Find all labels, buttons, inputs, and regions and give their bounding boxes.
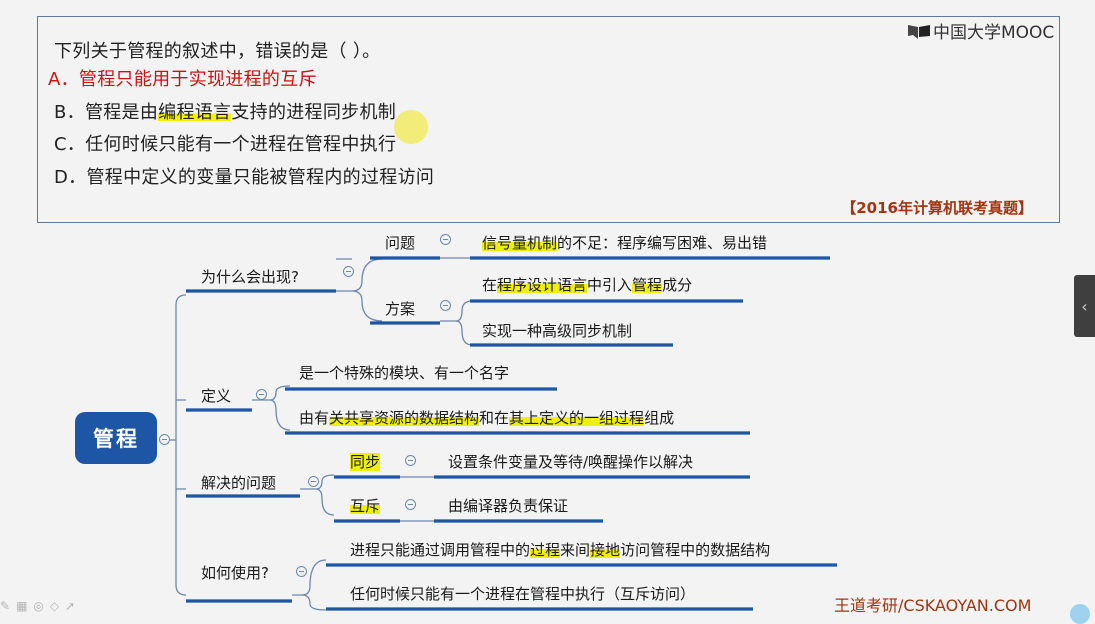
branch-definition-label[interactable]: 定义 [201,387,232,405]
why-solution-collapse-icon[interactable] [440,300,451,311]
branch-solves-label[interactable]: 解决的问题 [201,474,277,492]
solves-sync-collapse-icon[interactable] [405,455,416,466]
annotation-toolbar: ✎ ▦ ◎ ◇ ➚ [0,599,75,613]
why-problem-item[interactable]: 信号量机制的不足：程序编写困难、易出错 [482,232,767,253]
root-label: 管程 [93,427,139,451]
item-highlight-2: 管程 [632,276,663,294]
branch-usage-collapse-icon[interactable] [296,566,307,577]
item-highlight: 程序设计语言 [497,276,588,294]
option-a: A．管程只能用于实现进程的互斥 [48,65,317,91]
source-tag: 【2016年计算机联考真题】 [841,199,1033,217]
solves-sync-label[interactable]: 同步 [350,451,381,472]
item-text-pre: 在 [482,276,498,294]
grid-icon[interactable]: ▦ [16,599,28,613]
item-highlight: 过程 [530,541,561,559]
question-box: 下列关于管程的叙述中，错误的是（ ）。 A．管程只能用于实现进程的互斥 B．管程… [37,16,1060,223]
definition-item-2[interactable]: 由有关共享资源的数据结构和在其上定义的一组过程组成 [299,407,674,428]
item-text-mid: 来间 [560,541,591,559]
option-b-text-pre: 管程是由 [84,102,159,123]
mindmap-root-node[interactable]: 管程 [75,412,157,464]
mooc-logo: 中国大学MOOC [907,18,1054,43]
book-logo-icon [908,24,930,39]
item-text-pre: 由有 [299,409,330,427]
mooc-logo-text: 中国大学MOOC [933,23,1055,43]
option-b-text-post: 支持的进程同步机制 [231,102,397,123]
item-text-pre: 进程只能通过调用管程中的 [350,541,531,559]
mutex-label-text: 互斥 [350,497,381,515]
option-d-label: D． [54,167,87,188]
chevron-left-icon: ‹ [1081,296,1088,316]
definition-item-1[interactable]: 是一个特殊的模块、有一个名字 [299,364,510,382]
item-text: 的不足：程序编写困难、易出错 [557,234,768,252]
solves-mutex-item[interactable]: 由编译器负责保证 [448,497,569,515]
option-a-text: 管程只能用于实现进程的互斥 [78,69,317,90]
item-text-mid: 和在 [479,409,510,427]
why-problem-label[interactable]: 问题 [385,234,416,252]
branch-usage-label[interactable]: 如何使用? [201,564,269,582]
option-b-label: B． [54,102,85,123]
option-c-text: 任何时候只能有一个进程在管程中执行 [85,134,397,155]
usage-item-2[interactable]: 任何时候只能有一个进程在管程中执行（互斥访问） [350,585,696,603]
branch-why-label[interactable]: 为什么会出现? [201,268,299,286]
option-c-label: C． [54,134,86,155]
eraser-icon[interactable]: ◇ [49,599,60,613]
root-collapse-icon[interactable] [159,434,170,445]
cursor-highlight [394,110,428,144]
why-problem-collapse-icon[interactable] [440,234,451,245]
option-d: D．管程中定义的变量只能被管程内的过程访问 [54,163,434,189]
item-text-rest: 组成 [644,409,675,427]
solves-mutex-label[interactable]: 互斥 [350,495,381,516]
usage-item-1[interactable]: 进程只能通过调用管程中的过程来间接地访问管程中的数据结构 [350,539,770,560]
option-b-highlight: 编程语言 [158,102,232,123]
branch-why-collapse-icon[interactable] [343,266,354,277]
item-text-mid: 中引入 [587,276,633,294]
item-highlight-2: 接地 [590,541,621,559]
floating-round-button[interactable] [1070,604,1090,624]
lasso-icon[interactable]: ◎ [33,599,44,613]
side-panel-toggle[interactable]: ‹ [1074,275,1095,337]
item-highlight: 关共享资源的数据结构 [329,409,480,427]
option-b: B．管程是由编程语言支持的进程同步机制 [54,98,396,124]
branch-solves-collapse-icon[interactable] [308,476,319,487]
why-solution-item-1[interactable]: 在程序设计语言中引入管程成分 [482,274,692,295]
sync-label-text: 同步 [350,453,381,471]
solves-mutex-collapse-icon[interactable] [405,499,416,510]
pointer-icon[interactable]: ➚ [65,599,76,613]
option-a-label: A． [48,69,79,90]
option-d-text: 管程中定义的变量只能被管程内的过程访问 [86,167,435,188]
question-stem: 下列关于管程的叙述中，错误的是（ ）。 [54,41,381,62]
item-highlight: 信号量机制 [482,234,558,252]
item-text-rest: 访问管程中的数据结构 [620,541,771,559]
footer-brand: 王道考研/CSKAOYAN.COM [834,596,1032,615]
item-highlight-2: 其上定义的一组过程 [509,409,645,427]
branch-definition-collapse-icon[interactable] [256,389,267,400]
item-text-rest: 成分 [662,276,693,294]
solves-sync-item[interactable]: 设置条件变量及等待/唤醒操作以解决 [448,453,694,471]
why-solution-label[interactable]: 方案 [385,300,416,318]
option-c: C．任何时候只能有一个进程在管程中执行 [54,130,396,156]
why-solution-item-2[interactable]: 实现一种高级同步机制 [482,322,633,340]
pen-icon[interactable]: ✎ [0,599,11,613]
